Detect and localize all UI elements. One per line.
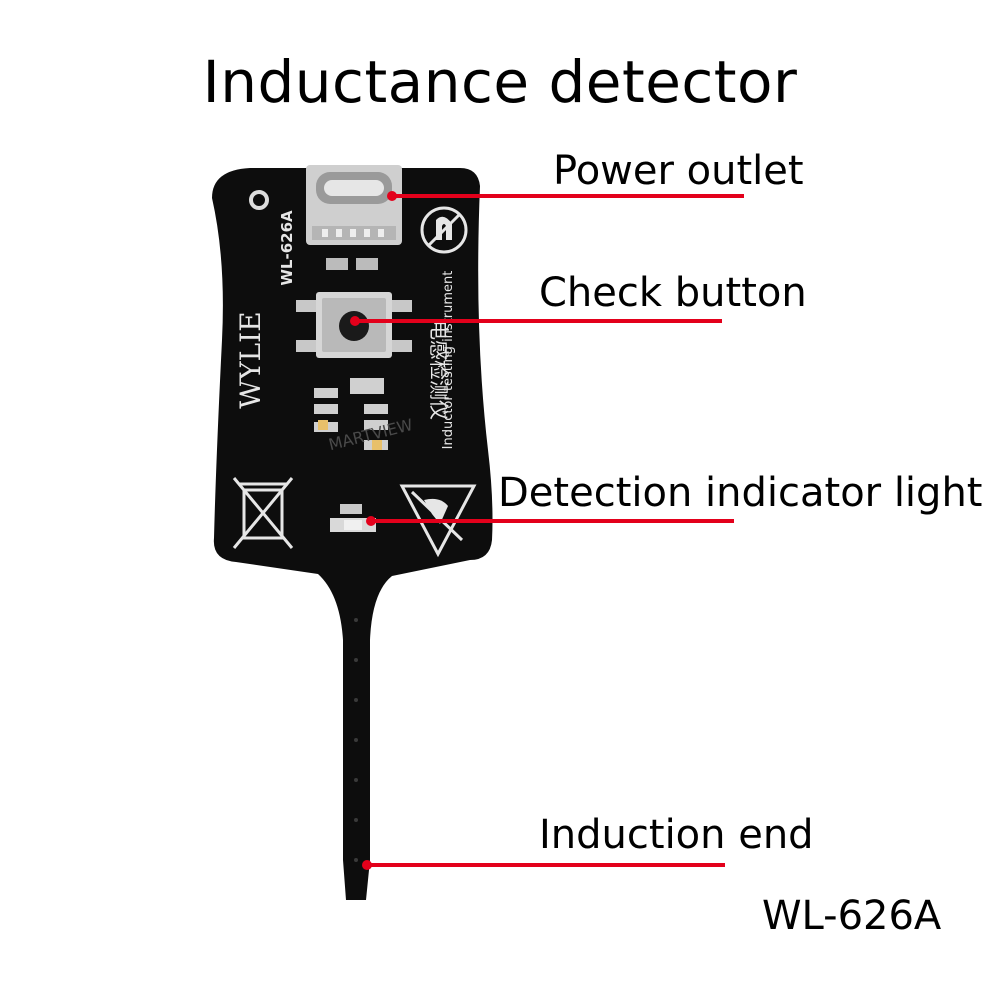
leader-dot-power-outlet bbox=[387, 191, 397, 201]
board-model-print: WL-626A bbox=[278, 210, 296, 286]
resistor bbox=[326, 258, 348, 270]
label-indicator-light: Detection indicator light bbox=[498, 470, 983, 516]
mounting-hole bbox=[249, 190, 269, 210]
passive-components bbox=[314, 388, 388, 450]
model-number: WL-626A bbox=[762, 893, 942, 939]
leader-line-indicator-light bbox=[371, 519, 734, 523]
leader-dot-induction-end bbox=[362, 860, 372, 870]
ic-chip bbox=[350, 378, 384, 394]
usb-c-connector bbox=[306, 165, 402, 245]
indicator-led bbox=[330, 504, 376, 532]
pcb-body bbox=[212, 168, 493, 900]
board-english-print: Inductor testing instrument bbox=[441, 271, 456, 450]
no-magnet-icon bbox=[420, 206, 468, 254]
board-brand-print: WYLIE bbox=[234, 311, 267, 408]
leader-line-induction-end bbox=[367, 863, 725, 867]
probe-vias bbox=[354, 618, 358, 862]
leader-line-power-outlet bbox=[392, 194, 744, 198]
label-induction-end: Induction end bbox=[539, 812, 814, 858]
leader-line-check-button bbox=[355, 319, 722, 323]
label-check-button: Check button bbox=[539, 270, 807, 316]
resistor bbox=[356, 258, 378, 270]
leader-dot-check-button bbox=[350, 316, 360, 326]
weee-bin-icon bbox=[232, 477, 294, 549]
page-title: Inductance detector bbox=[202, 48, 798, 116]
label-power-outlet: Power outlet bbox=[553, 148, 804, 194]
board-chinese-print: 电感检测仪 bbox=[427, 320, 451, 420]
leader-dot-indicator-light bbox=[366, 516, 376, 526]
